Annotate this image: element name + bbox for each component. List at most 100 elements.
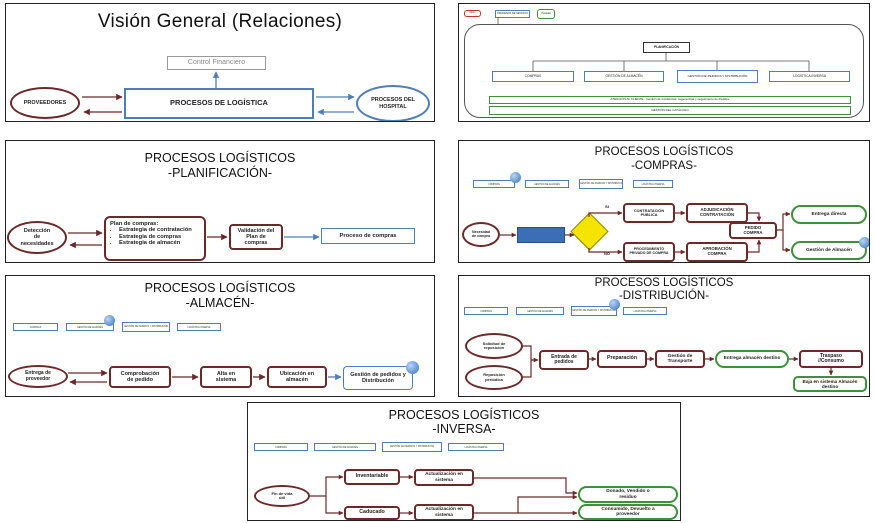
entrega-almacen-destino-node: Entrega almacén destino	[715, 350, 789, 368]
tab-compras[interactable]: COMPRAS	[464, 307, 508, 315]
plan-compras-list: Estrategia de contratación Estrategia de…	[110, 227, 200, 246]
active-tab-marker-icon	[609, 299, 620, 310]
tab-logistica-inversa[interactable]: LOGÍSTICA INVERSA	[623, 307, 667, 315]
entrega-directa-node: Entrega directa	[791, 205, 867, 224]
alta-sistema-box: Alta en sistema	[200, 366, 252, 388]
plan-item: Estrategia de almacén	[119, 240, 200, 246]
gestion-catalogo-bar: GESTIÓN DEL CATÁLOGO	[489, 106, 851, 115]
deteccion-necesidades-node: Detección de necesidades	[7, 221, 67, 254]
procedimiento-privado-box: PROCEDIMIENTO PRIVADO DE COMPRA	[623, 242, 675, 262]
gestion-pedidos-box: GESTIÓN DE PEDIDOS Y DISTRIBUCIÓN	[677, 70, 758, 83]
tab-gestion-almacen[interactable]: GESTIÓN DE ALMACÉN	[525, 180, 569, 188]
slide-title: Visión General (Relaciones)	[97, 11, 343, 32]
gestion-transporte-box: Gestión de Transporte	[655, 350, 705, 368]
tab-gestion-pedidos[interactable]: GESTIÓN DE PEDIDOS Y DISTRIBUCIÓN	[579, 179, 623, 189]
traspaso-consumo-box: Traspaso //Consumo	[799, 350, 863, 368]
logistica-inversa-box: LOGÍSTICA INVERSA	[769, 71, 850, 82]
aprobacion-compra-box: APROBACIÓN COMPRA	[686, 242, 748, 262]
tab-gestion-pedidos[interactable]: GESTIÓN DE PEDIDOS Y DISTRIBUCIÓN	[382, 442, 442, 452]
tab-logistica-inversa[interactable]: LOGÍSTICA INVERSA	[448, 443, 504, 451]
slide-overview: Visión General (Relaciones) Control Fina…	[5, 3, 435, 122]
slide-subtitle: -COMPRAS-	[631, 160, 697, 172]
control-financiero-box: Control Financiero	[167, 56, 266, 70]
proceso-highlight-box	[517, 227, 565, 243]
slide-title: PROCESOS LOGÍSTICOS	[144, 151, 296, 165]
ubicacion-almacen-box: Ubicación en almacén	[267, 366, 327, 388]
fin-vida-util-node: Fin de vida útil	[254, 485, 310, 507]
tab-logistica-inversa[interactable]: LOGÍSTICA INVERSA	[633, 180, 673, 188]
entrada-pedidos-box: Entrada de pedidos	[539, 350, 589, 370]
entrega-proveedor-node: Entrega de proveedor	[8, 365, 68, 388]
slide-planificacion: PROCESOS LOGÍSTICOS -PLANIFICACIÓN- Dete…	[5, 140, 435, 263]
active-tab-marker-icon	[104, 315, 115, 326]
tab-gestion-pedidos[interactable]: GESTIÓN DE PEDIDOS Y DISTRIBUCIÓN	[571, 306, 617, 316]
business-map-connectors	[497, 17, 810, 71]
adjudicacion-contratacion-box: ADJUDICACIÓN CONTRATACIÓN	[686, 203, 748, 223]
atencion-cliente-bar: ATENCIÓN AL CLIENTE - Gestión de inciden…	[489, 96, 851, 104]
compras-box: COMPRAS	[492, 71, 574, 82]
slide-compras: PROCESOS LOGÍSTICOS -COMPRAS- COMPRAS GE…	[458, 140, 870, 263]
compras-arrows	[500, 210, 791, 255]
link-marker-icon	[859, 237, 869, 248]
gestion-almacen-node: Gestión de Almacén	[791, 241, 867, 260]
overview-arrows	[82, 71, 355, 116]
tab-gestion-almacen[interactable]: GESTIÓN DE ALMACÉN	[516, 307, 564, 315]
plan-compras-box: Plan de compras: Estrategia de contratac…	[104, 216, 206, 261]
nav-procesos-negocio[interactable]: PROCESOS DE NEGOCIO	[495, 10, 530, 18]
slide-business-process-map: Inicio PROCESOS DE NEGOCIO Hospital PLAN…	[458, 3, 870, 122]
plan-item: Estrategia de compras	[119, 234, 200, 240]
solicitud-reposicion-node: Solicitud de reposición	[465, 333, 523, 359]
process-container	[464, 24, 864, 118]
label-si: SI	[602, 204, 612, 211]
slide-subtitle: -INVERSA-	[432, 422, 496, 436]
inventariable-box: Inventariable	[344, 469, 400, 485]
distribucion-arrows	[523, 345, 834, 378]
tab-compras[interactable]: COMPRAS	[13, 323, 58, 331]
slide-subtitle: -ALMACÉN-	[185, 296, 255, 310]
consumido-devuelto-node: Consumido, Devuelto a proveedor	[578, 504, 678, 520]
active-tab-marker-icon	[510, 172, 521, 183]
validacion-plan-box: Validación del Plan de compras	[229, 224, 283, 250]
nav-hospital[interactable]: Hospital	[537, 9, 555, 19]
actualizacion-sistema-box-2: Actualización en sistema	[414, 504, 474, 520]
plan-compras-heading: Plan de compras:	[110, 221, 159, 227]
procesos-hospital-node: PROCESOS DEL HOSPITAL	[356, 85, 430, 121]
slide-title: PROCESOS LOGÍSTICOS	[594, 146, 734, 158]
actualizacion-sistema-box-1: Actualización en sistema	[414, 469, 474, 486]
label-no: NO	[602, 251, 612, 258]
slide-almacen: PROCESOS LOGÍSTICOS -ALMACÉN- COMPRAS GE…	[5, 275, 435, 397]
plan-item: Estrategia de contratación	[119, 227, 200, 233]
slide-title: PROCESOS LOGÍSTICOS	[144, 281, 296, 295]
slide-title: PROCESOS LOGÍSTICOS	[594, 277, 734, 289]
slide-inversa: PROCESOS LOGÍSTICOS -INVERSA- COMPRAS GE…	[247, 402, 681, 521]
tab-gestion-pedidos[interactable]: GESTIÓN DE PEDIDOS Y DISTRIBUCIÓN	[122, 322, 170, 332]
tab-compras[interactable]: COMPRAS	[254, 443, 308, 451]
pedido-compra-box: PEDIDO COMPRA	[729, 222, 777, 239]
comprobacion-pedido-box: Comprobación de pedido	[109, 366, 171, 388]
slide-subtitle: -PLANIFICACIÓN-	[167, 166, 273, 180]
reposicion-periodica-node: Reposición periódica	[465, 365, 523, 390]
preparacion-box: Preparación	[597, 350, 647, 368]
contratacion-publica-box: CONTRATACIÓN PÚBLICA	[623, 203, 675, 223]
planificacion-arrows	[68, 229, 320, 249]
tab-logistica-inversa[interactable]: LOGÍSTICA INVERSA	[177, 323, 221, 331]
donado-vendido-residuo-node: Donado, Vendido o residuo	[578, 486, 678, 503]
slide-title: PROCESOS LOGÍSTICOS	[388, 408, 540, 422]
slide-distribucion: PROCESOS LOGÍSTICOS -DISTRIBUCIÓN- COMPR…	[458, 275, 870, 397]
proceso-compras-box: Proceso de compras	[321, 228, 415, 244]
tab-gestion-almacen[interactable]: GESTIÓN DE ALMACÉN	[314, 443, 376, 451]
necesidad-compra-node: Necesidad de compra	[462, 222, 500, 247]
slide-subtitle: -DISTRIBUCIÓN-	[618, 290, 710, 302]
baja-sistema-node: Baja en sistema Almacén destino	[793, 376, 867, 392]
almacen-arrows	[68, 369, 342, 386]
nav-inicio[interactable]: Inicio	[464, 10, 481, 17]
inversa-arrows	[310, 474, 578, 516]
proveedores-node: PROVEEDORES	[10, 87, 80, 119]
gestion-almacen-box: GESTIÓN DE ALMACÉN	[584, 71, 664, 82]
planificacion-box: PLANIFICACIÓN	[643, 42, 690, 53]
gestion-pedidos-distribucion-box: Gestión de pedidos y Distribución	[343, 366, 413, 390]
caducado-box: Caducado	[344, 506, 400, 520]
tab-gestion-almacen[interactable]: GESTIÓN DE ALMACÉN	[66, 323, 114, 331]
tab-compras[interactable]: COMPRAS	[473, 180, 515, 188]
procesos-logistica-box: PROCESOS DE LOGÍSTICA	[124, 88, 314, 119]
